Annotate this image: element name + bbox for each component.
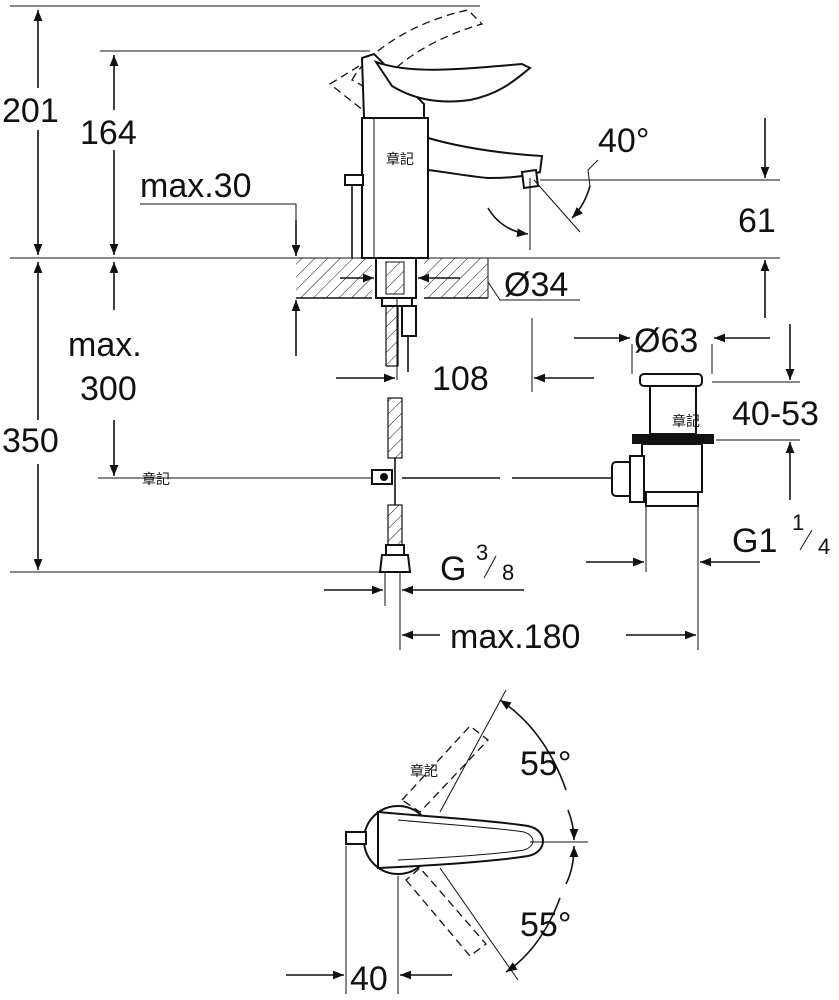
- label-max-180: max.180: [450, 618, 580, 656]
- label-40-deg: 40°: [598, 122, 649, 160]
- dimension-40-top-view: 40: [286, 846, 452, 998]
- label-164: 164: [80, 114, 137, 152]
- dimension-164: 164: [80, 50, 370, 255]
- label-61: 61: [738, 202, 776, 240]
- lever-ghost-left: [401, 725, 489, 813]
- watermark-2: 章記: [672, 413, 700, 429]
- popup-rod: [344, 174, 364, 186]
- dimension-dia-63: Ø63: [574, 322, 770, 374]
- label-max-300-line1: max.: [68, 326, 142, 364]
- label-55-bottom: 55°: [520, 906, 571, 944]
- deck-section: [296, 258, 489, 299]
- label-350: 350: [2, 422, 59, 460]
- label-g-den: 8: [502, 560, 514, 585]
- lever-top: [377, 810, 544, 870]
- label-g1-den: 4: [818, 534, 830, 559]
- dimension-g1-1-4: G1 1 4: [586, 506, 830, 650]
- dimension-angle-55-top: 55°: [499, 699, 579, 841]
- dimension-angle-55-bottom: 55°: [505, 845, 579, 973]
- dimension-angle-40: 40°: [487, 122, 780, 250]
- dimension-61: 61: [738, 118, 776, 318]
- faucet-body: [361, 117, 429, 259]
- dimension-201: 201: [2, 5, 480, 255]
- label-g1-num: 1: [792, 510, 804, 535]
- label-g-main: G: [440, 550, 466, 588]
- dimension-108: 108: [336, 298, 594, 398]
- label-108: 108: [432, 360, 489, 398]
- dimension-max-300: max. 300: [68, 262, 375, 479]
- dimension-max-180: max.180: [402, 618, 696, 656]
- dimension-g-3-8: G 3 8: [324, 540, 524, 650]
- dimension-max-30: max.30: [140, 167, 301, 356]
- watermark-3: 章記: [142, 471, 170, 487]
- dimension-350: 350: [0, 262, 385, 573]
- label-g-num: 3: [476, 540, 488, 565]
- lever-raised-ghost: [351, 9, 484, 93]
- supply-hose: [371, 397, 612, 573]
- label-201: 201: [2, 92, 59, 130]
- dimension-dia-34: Ø34: [340, 266, 580, 304]
- dimension-40-53: 40-53: [712, 324, 819, 500]
- watermark-4: 章記: [410, 763, 438, 779]
- watermark-1: 章記: [386, 151, 414, 167]
- label-dia-63: Ø63: [634, 322, 698, 360]
- label-max-30: max.30: [140, 167, 252, 205]
- label-dia-34: Ø34: [504, 266, 568, 304]
- label-g1-main: G1: [732, 522, 777, 560]
- popup-waste: [611, 373, 714, 507]
- faucet-side-view: [328, 9, 544, 372]
- label-55-top: 55°: [520, 745, 571, 783]
- faucet-top-view: [345, 689, 588, 981]
- label-max-300-line2: 300: [80, 370, 137, 408]
- label-40-53: 40-53: [732, 395, 819, 433]
- label-40-top-view: 40: [350, 960, 388, 998]
